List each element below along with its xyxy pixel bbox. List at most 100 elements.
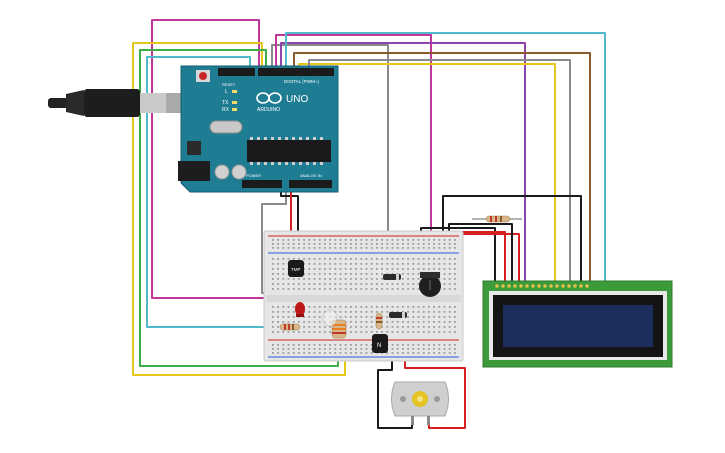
breadboard-hole [376,263,378,265]
breadboard-hole [422,306,425,308]
breadboard-hole [402,278,404,280]
breadboard-hole [303,268,305,270]
lcd-pin[interactable] [507,284,511,288]
breadboard-hole [272,263,274,265]
breadboard-hole [324,283,326,285]
breadboard-hole [318,258,321,260]
breadboard-hole [282,263,285,265]
breadboard-hole [407,239,409,241]
power-jack [178,161,210,181]
resistor-3[interactable] [375,312,383,330]
breadboard-hole [360,316,363,318]
breadboard-hole [402,348,404,350]
breadboard-hole [386,268,389,270]
breadboard-hole [448,348,451,350]
breadboard-hole [448,331,451,333]
breadboard-hole [448,316,451,318]
breadboard-hole [318,321,321,323]
breadboard-hole [318,326,321,328]
wire-black-lcd-top[interactable] [442,195,582,286]
breadboard-hole [339,316,342,318]
lcd-pin[interactable] [573,284,577,288]
breadboard-hole [438,243,441,245]
lcd-pin[interactable] [519,284,523,288]
breadboard-hole [334,283,337,285]
breadboard-hole [365,344,368,346]
arduino-uno[interactable]: RESET L TX RX UNO ARDUINO DIGITAL (PWM~)… [178,65,339,193]
breadboard-hole [422,258,425,260]
breadboard-hole [381,268,383,270]
wire-yellow-outer[interactable] [132,42,346,376]
breadboard[interactable]: TMP [263,230,464,362]
breadboard-hole [386,321,389,323]
lcd-pin[interactable] [537,284,541,288]
resistor-1[interactable] [279,323,301,331]
breadboard-hole [412,247,415,249]
breadboard-hole [318,331,321,333]
resistor-2[interactable] [331,319,347,339]
breadboard-hole [329,352,331,354]
lcd-pin[interactable] [561,284,565,288]
dc-motor[interactable] [391,381,449,425]
wire-gray-top[interactable] [271,44,389,254]
breadboard-hole [360,268,363,270]
digital-header-right [258,68,334,76]
lcd-pin[interactable] [555,284,559,288]
breadboard-hole [365,263,368,265]
lcd-pin[interactable] [585,284,589,288]
breadboard-hole [313,263,316,265]
usb-cable[interactable] [48,89,182,117]
diode-2[interactable] [389,312,407,318]
lcd-pin[interactable] [531,284,535,288]
breadboard-hole [277,247,279,249]
breadboard-hole [370,352,373,354]
lcd-pin[interactable] [567,284,571,288]
lcd-pin[interactable] [549,284,553,288]
breadboard-hole [381,331,383,333]
rgb-led[interactable] [322,309,338,327]
breadboard-hole [287,311,290,313]
wire-magenta-right[interactable] [275,34,432,240]
lcd-pin[interactable] [495,284,499,288]
potentiometer[interactable] [419,272,441,297]
breadboard-hole [313,331,316,333]
breadboard-hole [292,243,295,245]
lcd-pin[interactable] [543,284,547,288]
diode[interactable] [383,274,401,280]
temperature-sensor[interactable]: TMP [288,260,304,277]
wire-cyan-outer[interactable] [146,56,286,328]
breadboard-hole [355,321,357,323]
breadboard-hole [324,243,326,245]
arduino-logo-icon [256,92,282,104]
breadboard-hole [376,306,378,308]
lcd-pin[interactable] [525,284,529,288]
lcd-pins [495,284,589,288]
breadboard-hole [454,331,456,333]
breadboard-hole [417,283,420,285]
wire-cyan-right[interactable] [285,32,606,286]
lcd-pin[interactable] [579,284,583,288]
lcd-pin[interactable] [501,284,505,288]
reset-button[interactable] [199,72,207,80]
breadboard-hole [402,344,404,346]
breadboard-hole [272,321,274,323]
breadboard-hole [355,258,357,260]
resistor-top[interactable] [472,215,522,223]
breadboard-hole [454,348,456,350]
wire-brown-right[interactable] [293,52,591,286]
breadboard-hole [386,239,389,241]
breadboard-hole [391,306,394,308]
breadboard-hole [428,331,430,333]
wire-black-motor[interactable] [377,345,413,429]
transistor[interactable]: N [372,334,388,353]
wire-purple-right[interactable] [280,42,526,286]
red-led[interactable] [295,302,305,317]
breadboard-hole [277,243,279,245]
lcd-16x2[interactable] [482,280,673,368]
breadboard-hole [303,331,305,333]
lcd-pin[interactable] [513,284,517,288]
breadboard-hole [350,311,352,313]
breadboard-hole [277,283,279,285]
breadboard-hole [365,239,368,241]
